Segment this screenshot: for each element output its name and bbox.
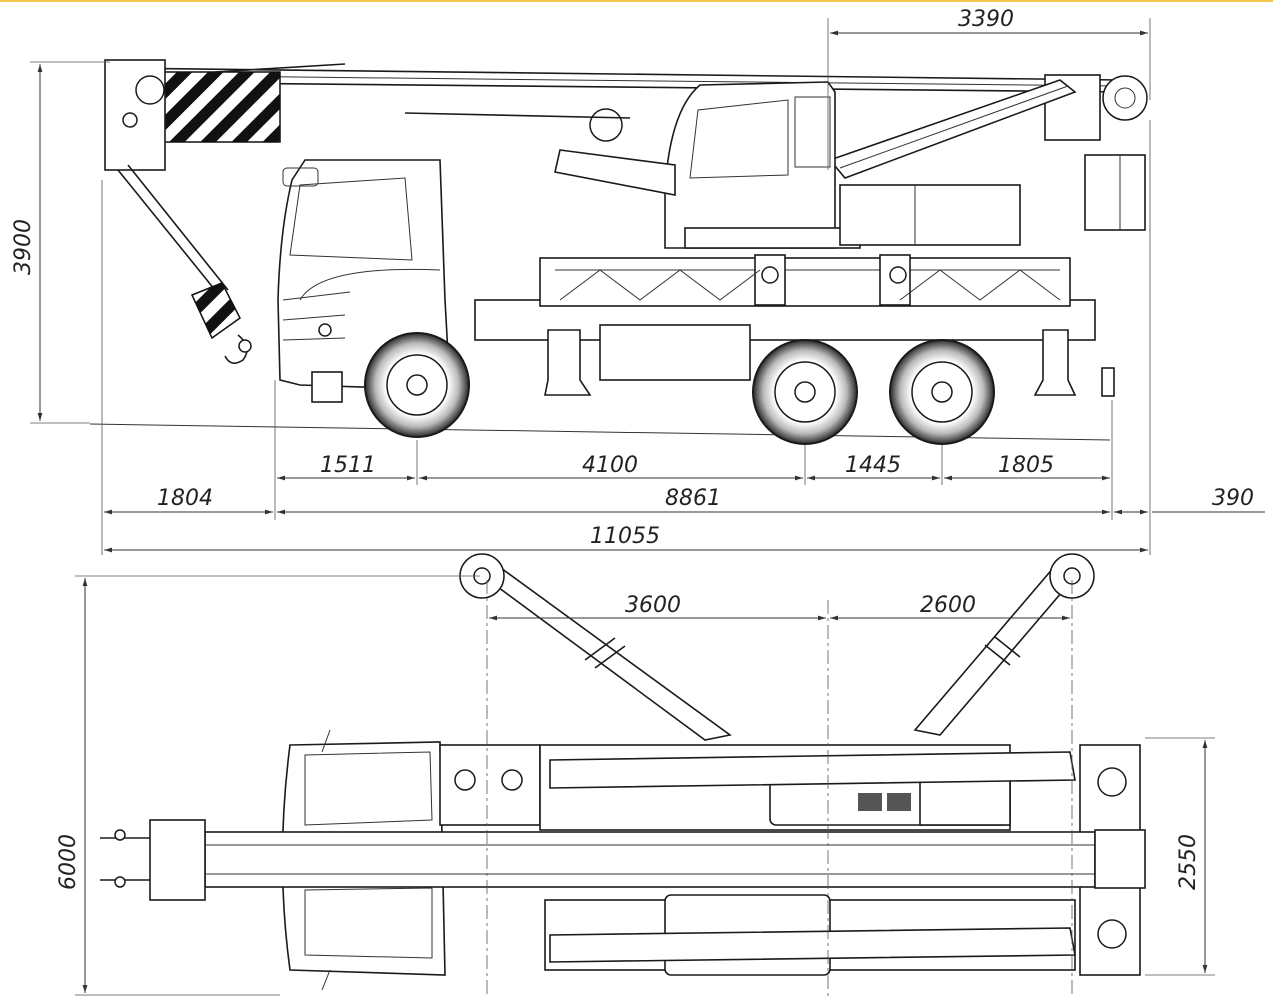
dim-1445: 1445 — [845, 453, 901, 478]
wheel-rear-2 — [889, 339, 995, 445]
wheel-rear-1 — [752, 339, 858, 445]
outrigger-front-arm — [459, 553, 732, 741]
wheel-front — [364, 332, 470, 438]
side-view: 3390 3900 1511 4100 1445 1805 1804 8861 … — [11, 7, 1265, 555]
dim-1804: 1804 — [157, 486, 213, 511]
dim-3900: 3900 — [11, 219, 36, 275]
top-accent-strip — [0, 0, 1273, 2]
top-view: 3600 2600 6000 2550 — [56, 553, 1215, 998]
boom-top — [100, 819, 1146, 901]
superstructure-top — [539, 744, 1141, 976]
dim-2550: 2550 — [1176, 834, 1201, 890]
hook-block — [117, 164, 252, 364]
chassis — [474, 254, 1115, 397]
counterweight — [839, 184, 1021, 246]
dim-3390: 3390 — [958, 7, 1014, 32]
crane-cab — [404, 81, 1146, 249]
dim-11055: 11055 — [590, 524, 660, 549]
dim-4100: 4100 — [582, 453, 638, 478]
outrigger-rear-arm — [913, 553, 1095, 736]
dim-1805: 1805 — [998, 453, 1054, 478]
vent-grill — [858, 793, 911, 811]
dim-1511: 1511 — [320, 453, 376, 478]
dim-2600: 2600 — [920, 593, 976, 618]
dim-3600: 3600 — [625, 593, 681, 618]
dim-8861: 8861 — [665, 486, 721, 511]
truck-cab — [277, 159, 451, 403]
boom-pulley — [1102, 75, 1148, 121]
dim-6000: 6000 — [56, 834, 81, 890]
dim-390: 390 — [1212, 486, 1254, 511]
boom — [104, 59, 1148, 179]
